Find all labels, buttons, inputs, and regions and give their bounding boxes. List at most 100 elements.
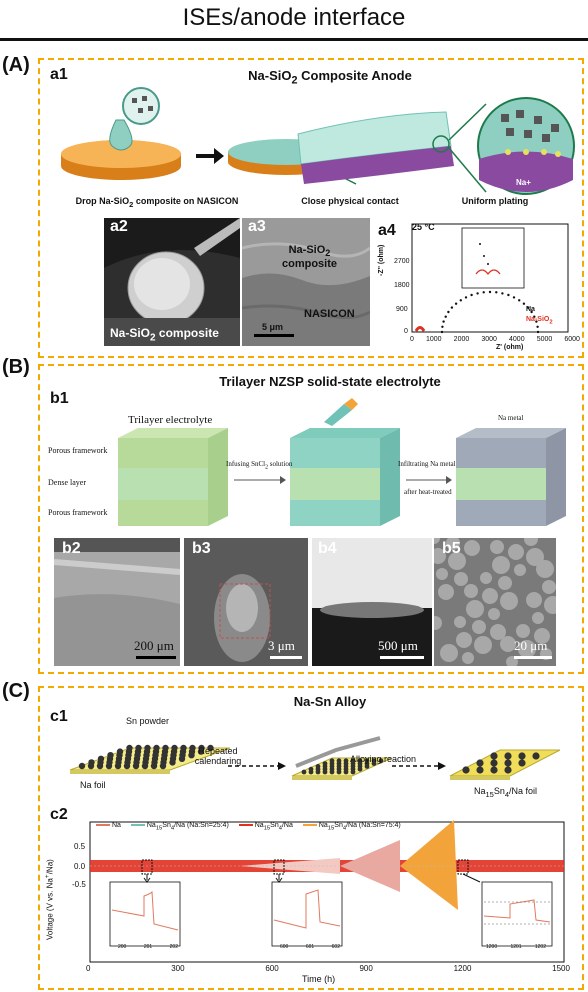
- sn-particle: [476, 759, 484, 767]
- layer-top: Porous framework: [48, 446, 108, 455]
- sn-particle: [171, 744, 178, 752]
- sn-particle: [135, 744, 142, 752]
- sn-particle: [350, 758, 356, 764]
- nyquist-point: [459, 299, 462, 302]
- sn-particle: [308, 766, 314, 772]
- c1-schematic: [69, 736, 560, 780]
- sem-grain: [508, 544, 524, 560]
- sem-grain: [434, 538, 440, 544]
- c2-cycling-chart: [89, 820, 565, 963]
- panel-a1-label: a1: [50, 66, 68, 83]
- sn-particle: [322, 761, 328, 766]
- sem-grain: [440, 644, 458, 662]
- a4-xlabel: Z' (ohm): [496, 344, 524, 351]
- a4-eis-plot: [411, 223, 569, 334]
- b2-scalebar: [136, 656, 176, 659]
- na-metal-label: Na metal: [498, 414, 524, 422]
- figure-title: ISEs/anode interface: [182, 4, 406, 31]
- layer-bottom: Porous framework: [48, 508, 108, 517]
- nyquist-point: [507, 293, 510, 297]
- b5-sem: [434, 538, 556, 666]
- sn-particle: [153, 744, 160, 752]
- sn-particle: [378, 758, 384, 764]
- legend-swatch: [238, 824, 253, 827]
- b5-scalebar: [514, 656, 552, 659]
- b4-scalebar: [380, 656, 424, 659]
- sem-grain: [448, 552, 466, 570]
- nyquist-point: [482, 291, 485, 294]
- a4-xtick: 0: [410, 336, 414, 343]
- panel-b: [38, 364, 584, 674]
- a4-legend-nasio2: Na-SiO2: [526, 316, 553, 326]
- nyquist-point: [441, 325, 444, 328]
- sn-particle: [504, 752, 512, 760]
- nyquist-point: [530, 310, 533, 314]
- arrow2-label-top: Infiltrating Na metal: [398, 460, 456, 468]
- b3-scalebar: [270, 656, 302, 659]
- nyquist-point: [535, 320, 538, 323]
- c2-xtick: 600: [265, 964, 279, 973]
- sem-grain: [466, 600, 484, 618]
- legend-swatch: [130, 824, 145, 827]
- panel-a-label: (A): [2, 54, 30, 76]
- sn-particle: [476, 766, 484, 774]
- sem-grain: [464, 540, 480, 556]
- nyquist-point: [512, 296, 516, 299]
- panel-c-title: Na-Sn Alloy: [293, 694, 367, 709]
- legend-na: Na: [96, 822, 121, 831]
- sem-grain: [436, 568, 448, 580]
- b5-label: b5: [442, 540, 461, 557]
- nyquist-point: [522, 302, 526, 305]
- arrow1-label: Infusing SnCl2 solution: [226, 460, 293, 471]
- nyquist-point: [533, 315, 536, 318]
- nyquist-point: [454, 302, 458, 305]
- sem-grain: [490, 624, 506, 640]
- sn-particle: [364, 758, 370, 764]
- a2-photo: [104, 218, 240, 346]
- sem-grain: [524, 538, 538, 546]
- nyquist-point: [526, 306, 530, 309]
- sn-particle: [490, 759, 498, 767]
- c2-xticks: 0 300 600 900 1200 1500: [86, 964, 570, 973]
- a2-caption: Na-SiO2 composite: [110, 326, 219, 344]
- na-ion-label: Na+: [516, 178, 531, 187]
- a4-xtick: 5000: [536, 336, 553, 343]
- sem-grain: [490, 540, 504, 554]
- sem-grain: [492, 556, 510, 574]
- sn-particle: [357, 758, 363, 764]
- panel-c2-label: c2: [50, 806, 68, 823]
- c2-xtick: 300: [171, 964, 185, 973]
- a4-xtick: 6000: [564, 336, 580, 343]
- caption-plating: Uniform plating: [461, 196, 529, 206]
- a3-sem: [242, 218, 370, 346]
- c2-xtick: 0: [86, 964, 91, 973]
- a4-temp: 25 °C: [412, 222, 435, 232]
- sem-grain: [532, 612, 544, 624]
- sn-particle: [490, 752, 498, 760]
- sem-grain: [434, 616, 442, 630]
- sem-grain: [544, 596, 556, 614]
- sem-grain: [464, 584, 478, 598]
- caption-drop: Drop Na-SiO2 composite on NASICON: [75, 196, 239, 209]
- a1-schematic: [61, 87, 575, 195]
- product-label: Na15Sn4/Na foil: [474, 786, 538, 799]
- sem-grain: [542, 580, 556, 594]
- sn-particle: [97, 755, 105, 762]
- a4-ytick-900: 900: [396, 306, 408, 313]
- sn-powder-label: Sn powder: [126, 716, 170, 726]
- layer-middle: Dense layer: [48, 478, 86, 487]
- legend-25-4: Na15Sn4/Na (Na:Sn=25:4): [130, 822, 229, 831]
- nyquist-point: [536, 330, 540, 334]
- a4-xticks: 0 1000 2000 3000 4000 5000 6000: [410, 336, 580, 343]
- sn-particle: [207, 744, 214, 752]
- nyquist-point: [444, 315, 447, 318]
- b2-label: b2: [62, 540, 81, 557]
- sem-grain: [438, 584, 454, 600]
- step2-label: Alloying reaction: [350, 754, 417, 764]
- b4-label: b4: [318, 540, 337, 557]
- panel-c1-label: c1: [50, 708, 68, 725]
- caption-contact: Close physical contact: [301, 196, 399, 206]
- sn-particle: [343, 758, 349, 764]
